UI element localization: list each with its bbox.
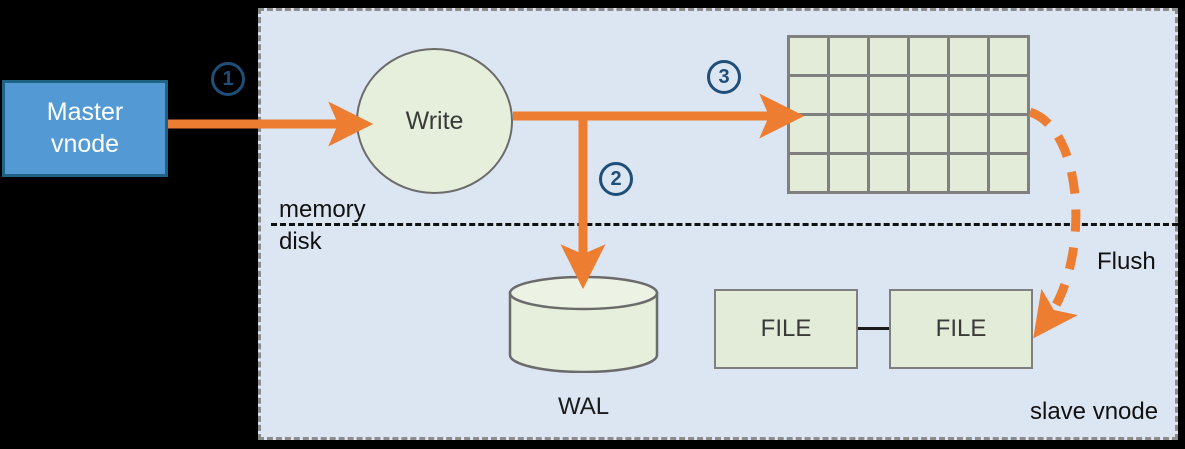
step-2-label: 2 xyxy=(610,167,622,190)
memory-grid-cell xyxy=(870,38,907,74)
memory-grid-cell xyxy=(830,155,867,191)
step-circle-3: 3 xyxy=(707,60,741,94)
memory-grid-cell xyxy=(830,77,867,113)
slave-vnode-label: slave vnode xyxy=(1030,398,1159,425)
memory-grid-cell xyxy=(790,155,827,191)
file-box-1-label: FILE xyxy=(760,315,812,342)
memory-grid-cell xyxy=(990,116,1027,152)
memory-grid xyxy=(787,35,1030,194)
flush-label: Flush xyxy=(1097,248,1156,275)
memory-grid-cell xyxy=(910,155,947,191)
memory-grid-cell xyxy=(910,38,947,74)
write-node-label: Write xyxy=(405,106,464,135)
master-vnode-box[interactable]: Master vnode xyxy=(2,80,168,177)
memory-grid-cell xyxy=(790,116,827,152)
file-connector-line xyxy=(858,327,889,330)
memory-grid-cell xyxy=(870,77,907,113)
memory-grid-cell xyxy=(950,116,987,152)
memory-label: memory xyxy=(279,196,366,223)
master-vnode-label-line1: Master xyxy=(46,98,124,127)
memory-grid-cell xyxy=(990,155,1027,191)
memory-grid-cell xyxy=(990,77,1027,113)
master-vnode-label-line2: vnode xyxy=(50,129,120,158)
memory-grid-cell xyxy=(950,155,987,191)
wal-label: WAL xyxy=(557,393,610,420)
file-box-2-label: FILE xyxy=(935,315,987,342)
wal-cylinder-shape xyxy=(508,275,659,374)
disk-label: disk xyxy=(279,228,322,255)
memory-grid-cell xyxy=(830,116,867,152)
memory-grid-cell xyxy=(990,38,1027,74)
file-box-2[interactable]: FILE xyxy=(889,289,1033,369)
memory-grid-cell xyxy=(790,38,827,74)
step-circle-2: 2 xyxy=(599,162,633,196)
memory-grid-cell xyxy=(910,77,947,113)
memory-disk-divider xyxy=(271,223,1178,226)
memory-grid-cell xyxy=(950,38,987,74)
wal-cylinder[interactable] xyxy=(508,275,659,374)
step-1-label: 1 xyxy=(222,67,234,90)
memory-grid-cell xyxy=(830,38,867,74)
step-3-label: 3 xyxy=(718,65,730,88)
file-box-1[interactable]: FILE xyxy=(714,289,858,369)
memory-grid-cell xyxy=(870,155,907,191)
memory-grid-cell xyxy=(870,116,907,152)
memory-grid-cell xyxy=(790,77,827,113)
memory-grid-cell xyxy=(910,116,947,152)
step-circle-1: 1 xyxy=(211,62,245,96)
write-node[interactable]: Write xyxy=(356,48,513,194)
memory-grid-cell xyxy=(950,77,987,113)
